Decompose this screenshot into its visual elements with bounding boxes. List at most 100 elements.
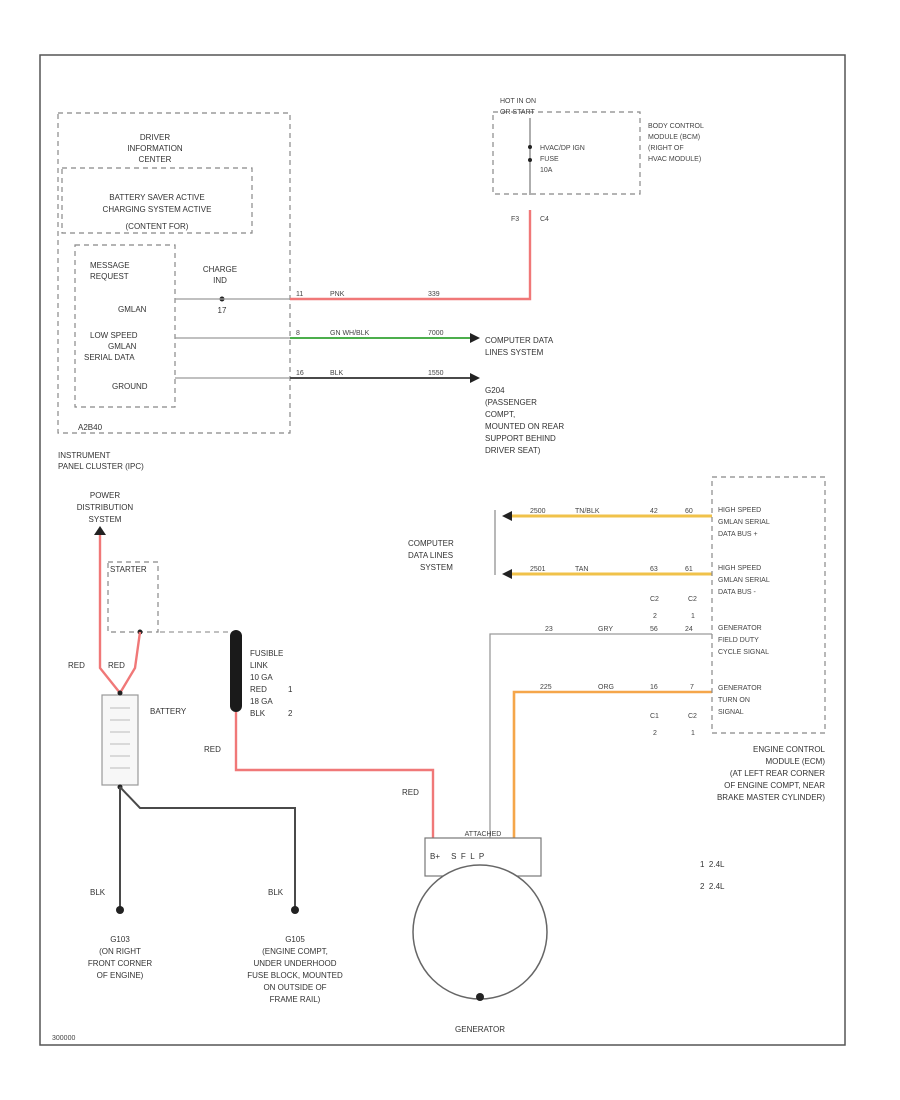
pin-ground: 16 xyxy=(296,370,304,377)
starter-box xyxy=(107,561,159,633)
wire1-color: PNK xyxy=(330,291,345,298)
ipc-name-1: INSTRUMENT xyxy=(58,451,111,460)
ecm-name-4: OF ENGINE COMPT, NEAR xyxy=(724,781,825,790)
charge-ind-2: IND xyxy=(213,276,227,285)
ecm-hs1-3: DATA BUS + xyxy=(718,531,758,538)
fusible-link-body xyxy=(230,630,242,712)
bcm-conn-right: C4 xyxy=(540,216,549,223)
charge-ind-1: CHARGE xyxy=(203,265,237,274)
w2-circuit: 2501 xyxy=(530,566,546,573)
battery-msg-2: CHARGING SYSTEM ACTIVE xyxy=(103,205,212,214)
generator-body xyxy=(412,864,548,1000)
g105-desc-3: FUSE BLOCK, MOUNTED xyxy=(247,971,343,980)
bcm-name-3: (RIGHT OF xyxy=(648,145,684,152)
doc-code: 300000 xyxy=(52,1035,75,1042)
low-speed-2: GMLAN xyxy=(108,342,137,351)
g204-desc-5: DRIVER SEAT) xyxy=(485,446,541,455)
w1-pin-a: 42 xyxy=(650,508,658,515)
g204-desc-3: MOUNTED ON REAR xyxy=(485,422,564,431)
fusible-2: LINK xyxy=(250,661,268,670)
w3-circuit: 23 xyxy=(545,626,553,633)
red-label-3: RED xyxy=(204,745,221,754)
g204-desc-4: SUPPORT BEHIND xyxy=(485,434,556,443)
wire3-color: BLK xyxy=(330,370,344,377)
generator-ground-node xyxy=(476,993,484,1001)
gmlan-label: GMLAN xyxy=(118,305,147,314)
w4-pin-b: 7 xyxy=(690,684,694,691)
generator-header: ATTACHED xyxy=(465,831,502,838)
g105-code: G105 xyxy=(285,935,305,944)
ecm-genfield-3: CYCLE SIGNAL xyxy=(718,649,769,656)
ecm-hs1-1: HIGH SPEED xyxy=(718,507,761,514)
dic-box xyxy=(61,167,253,234)
w4-pin-a: 16 xyxy=(650,684,658,691)
w2-pin-b: 61 xyxy=(685,566,693,573)
battery-msg-1: BATTERY SAVER ACTIVE xyxy=(109,193,204,202)
arrow-hs-minus xyxy=(502,569,512,579)
g103-desc-1: (ON RIGHT xyxy=(99,947,141,956)
ecm-genfield-1: GENERATOR xyxy=(718,625,762,632)
ecm-hs2-2: GMLAN SERIAL xyxy=(718,577,770,584)
bcm-fuse-1: HVAC/DP IGN xyxy=(540,145,585,152)
computer-data-top-2: LINES SYSTEM xyxy=(485,348,544,357)
wire2-color: GN WH/BLK xyxy=(330,330,370,337)
engine-control-module: HIGH SPEED GMLAN SERIAL DATA BUS + HIGH … xyxy=(711,476,826,734)
c2-label-right: C2 xyxy=(688,596,697,603)
g103-code: G103 xyxy=(110,935,130,944)
bcm-box xyxy=(492,111,641,195)
bcm-name-1: BODY CONTROL xyxy=(648,123,704,130)
generator-name: GENERATOR xyxy=(455,1025,505,1034)
bcm-hot-1: HOT IN ON xyxy=(500,98,536,105)
c2-num-left: 2 xyxy=(653,613,657,620)
c1-num-right: 1 xyxy=(691,730,695,737)
ecm-hs1-2: GMLAN SERIAL xyxy=(718,519,770,526)
blk-label-2: BLK xyxy=(268,888,284,897)
g103-desc-2: FRONT CORNER xyxy=(88,959,153,968)
g103-label: G103 (ON RIGHT FRONT CORNER OF ENGINE) xyxy=(88,935,153,980)
c2-num-right: 1 xyxy=(691,613,695,620)
ecm-hs2-1: HIGH SPEED xyxy=(718,565,761,572)
red-label-4: RED xyxy=(402,788,419,797)
bcm-name-2: MODULE (BCM) xyxy=(648,134,700,141)
power-dist-1: POWER xyxy=(90,491,120,500)
wire-charge-ind-red xyxy=(290,210,532,301)
bcm-fuse-node-bottom xyxy=(528,158,532,162)
instrument-panel-cluster: DRIVER INFORMATION CENTER BATTERY SAVER … xyxy=(57,112,291,471)
ecm-name-1: ENGINE CONTROL xyxy=(753,745,826,754)
wire1-circuit: 339 xyxy=(428,291,440,298)
computer-data-mid-3: SYSTEM xyxy=(420,563,453,572)
c1-label-left: C1 xyxy=(650,713,659,720)
fusible-4: RED xyxy=(250,685,267,694)
ecm-name-5: BRAKE MASTER CYLINDER) xyxy=(717,793,825,802)
w3-pin-b: 24 xyxy=(685,626,693,633)
legend-line-2: 2 2.4L xyxy=(700,882,725,891)
w2-color: TAN xyxy=(575,566,588,573)
starter: STARTER xyxy=(107,561,159,633)
arrow-computer-data xyxy=(470,333,480,343)
fusible-6: BLK xyxy=(250,709,266,718)
wire-g105-ground xyxy=(119,786,296,910)
msg-request-2: REQUEST xyxy=(90,272,129,281)
g204-code: G204 xyxy=(485,386,505,395)
g103-ground-node xyxy=(116,906,124,914)
pin-charge: 11 xyxy=(296,291,303,298)
legend-line-1: 1 2.4L xyxy=(700,860,725,869)
w1-color: TN/BLK xyxy=(575,508,600,515)
low-speed-3: SERIAL DATA xyxy=(84,353,135,362)
ecm-genturn-1: GENERATOR xyxy=(718,685,762,692)
battery-msg-3: (CONTENT FOR) xyxy=(126,222,189,231)
g105-desc-5: FRAME RAIL) xyxy=(270,995,321,1004)
computer-data-mid-2: DATA LINES xyxy=(408,551,453,560)
g204-desc-1: (PASSENGER xyxy=(485,398,537,407)
fusible-3: 10 GA xyxy=(250,673,273,682)
w2-pin-a: 63 xyxy=(650,566,658,573)
bcm-name-4: HVAC MODULE) xyxy=(648,156,701,163)
fusible-n2: 2 xyxy=(288,709,293,718)
body-control-module: HOT IN ON OR START HVAC/DP IGN FUSE 10A … xyxy=(492,98,704,223)
ipc-name-2: PANEL CLUSTER (IPC) xyxy=(58,462,144,471)
w1-pin-b: 60 xyxy=(685,508,693,515)
g105-label: G105 (ENGINE COMPT, UNDER UNDERHOOD FUSE… xyxy=(247,935,343,1004)
ecm-genturn-2: TURN ON xyxy=(718,697,750,704)
w3-color: GRY xyxy=(598,626,613,633)
ecm-name-label: ENGINE CONTROL MODULE (ECM) (AT LEFT REA… xyxy=(717,745,826,802)
